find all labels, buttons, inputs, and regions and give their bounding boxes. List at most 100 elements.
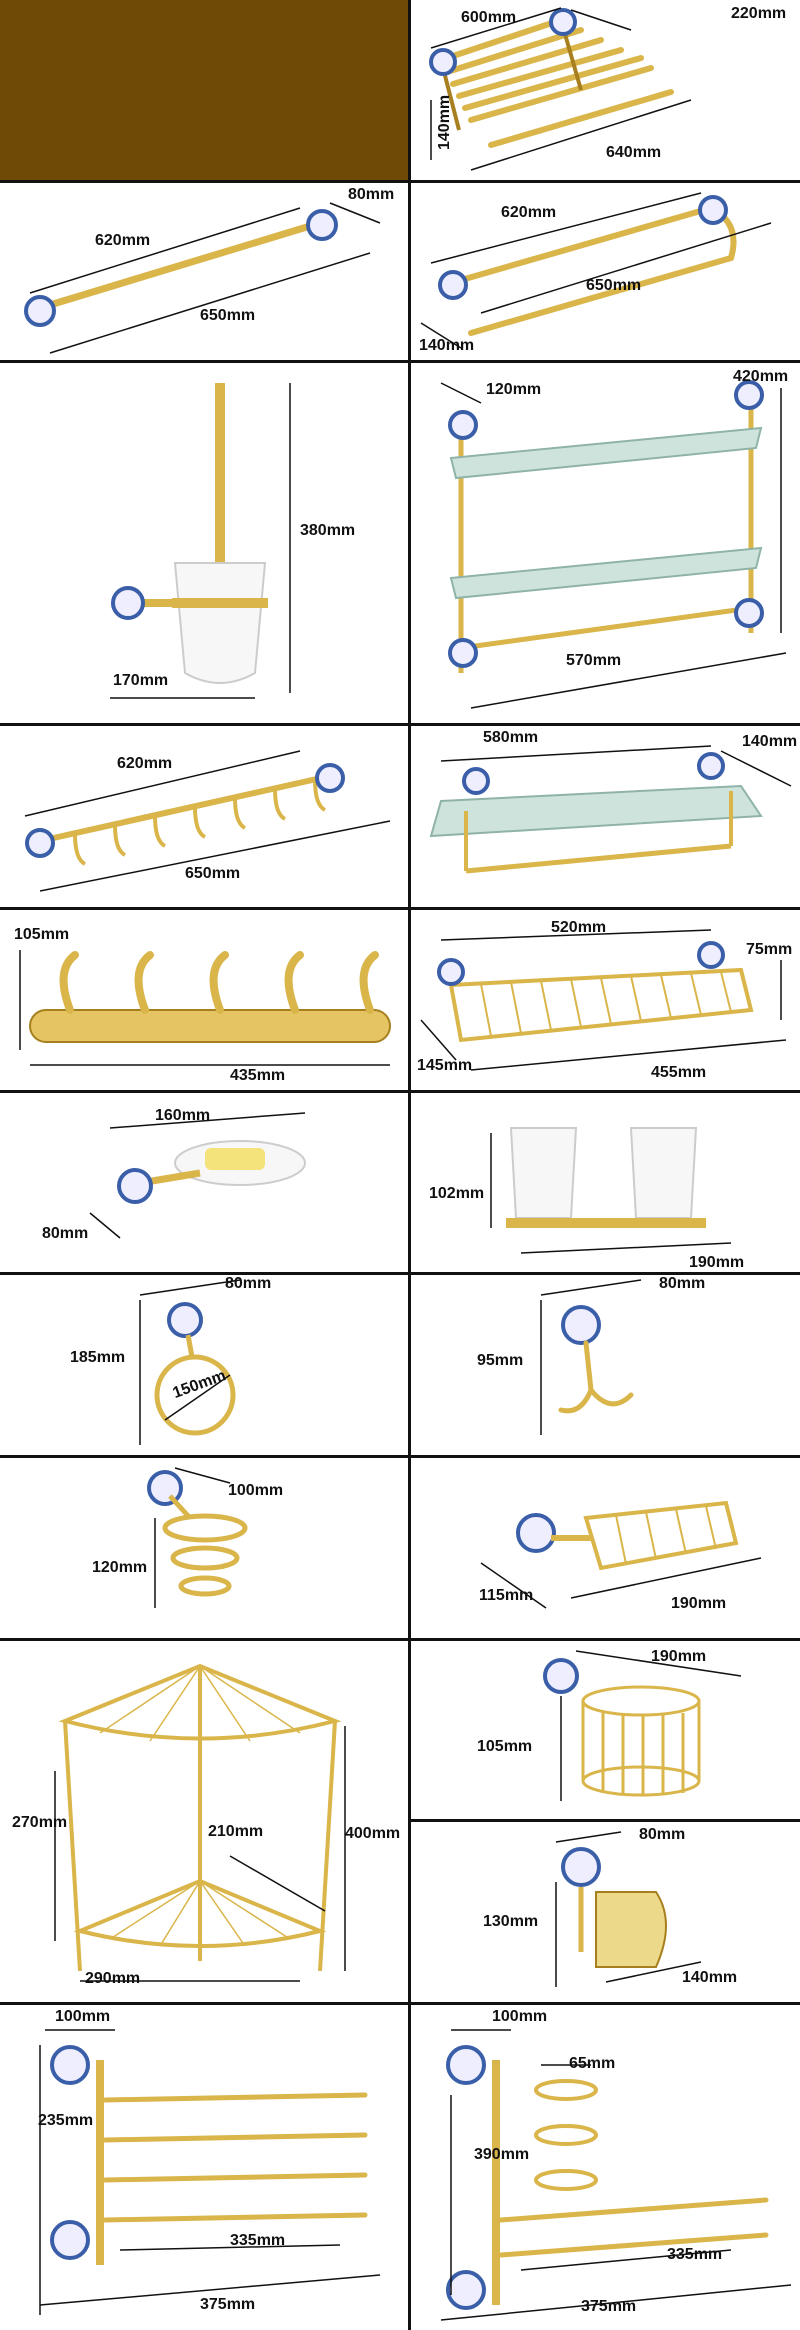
label-total: 375mm <box>200 2296 256 2313</box>
label-width: 580mm <box>483 729 539 746</box>
row-divider <box>0 2002 800 2005</box>
single-bar-image <box>24 202 381 354</box>
label-depth: 100mm <box>228 1482 284 1499</box>
wall-hooks-image <box>19 950 391 1066</box>
label-height: 105mm <box>477 1738 533 1755</box>
label-width: 435mm <box>230 1067 286 1084</box>
cell-corner-basket: 270mm 210mm 400mm 290mm <box>0 1641 408 2002</box>
label-height: 390mm <box>474 2146 530 2163</box>
label-height-right: 400mm <box>345 1825 401 1842</box>
soap-basket-image <box>480 1500 762 1609</box>
row-divider <box>0 360 800 363</box>
glass-shelf-bar-image <box>429 745 792 874</box>
label-depth: 220mm <box>731 5 787 22</box>
row-divider <box>0 1272 800 1275</box>
label-depth: 80mm <box>639 1826 686 1843</box>
row-divider <box>0 723 800 726</box>
row-divider <box>0 907 800 910</box>
towel-ring-image <box>139 1279 241 1445</box>
label-depth: 80mm <box>225 1275 272 1292</box>
cell-dryer-holder: 100mm 120mm <box>0 1458 408 1638</box>
label-inner: 335mm <box>667 2246 723 2263</box>
label-width: 160mm <box>155 1107 211 1124</box>
label-depth: 120mm <box>486 381 542 398</box>
cell-soap-basket: 115mm 190mm <box>411 1458 800 1638</box>
label-height: 235mm <box>38 2112 94 2129</box>
label-height: 120mm <box>92 1559 148 1576</box>
label-width: 190mm <box>689 1254 745 1271</box>
towel-shelf-image <box>429 7 692 171</box>
label-height: 130mm <box>483 1913 539 1930</box>
label-width: 140mm <box>682 1969 738 1986</box>
label-depth: 115mm <box>479 1587 534 1604</box>
double-tumbler-image <box>490 1127 732 1254</box>
toilet-brush-image <box>110 383 291 699</box>
cell-hook-rail: 620mm 650mm <box>0 726 408 907</box>
label-depth: 80mm <box>348 186 395 203</box>
label-height: 102mm <box>429 1185 485 1202</box>
cell-double-tumbler: 102mm 190mm <box>411 1093 800 1272</box>
label-depth: 80mm <box>659 1275 706 1292</box>
label-inner: 520mm <box>551 919 607 936</box>
label-depth: 140mm <box>419 337 475 354</box>
cell-single-bar: 620mm 80mm 650mm <box>0 183 408 360</box>
cell-soap-dish: 160mm 80mm <box>0 1093 408 1272</box>
cell-swivel-rack: 100mm 235mm 335mm 375mm <box>0 2005 408 2330</box>
label-height: 420mm <box>733 368 789 385</box>
label-height: 95mm <box>477 1352 524 1369</box>
cell-glass-shelf-bar: 580mm 140mm <box>411 726 800 907</box>
label-height: 75mm <box>746 941 793 958</box>
label-total: 375mm <box>581 2298 637 2315</box>
label-inner: 335mm <box>230 2232 286 2249</box>
label-height: 140mm <box>436 94 453 150</box>
brown-color-block <box>0 0 408 180</box>
cell-robe-hook: 80mm 95mm <box>411 1275 800 1455</box>
label-inner: 620mm <box>117 755 173 772</box>
label-width: 600mm <box>461 9 517 26</box>
cell-paper-holder: 80mm 130mm 140mm <box>411 1822 800 2002</box>
corner-basket-image <box>54 1663 346 1982</box>
double-bar-image <box>420 192 772 349</box>
label-total: 650mm <box>586 277 642 294</box>
label-height: 380mm <box>300 522 356 539</box>
label-inner: 620mm <box>501 204 557 221</box>
double-glass-shelf-image <box>440 380 787 709</box>
cell-towel-shelf: 600mm 220mm 140mm 640mm <box>411 0 800 180</box>
label-width: 170mm <box>113 672 169 689</box>
label-total: 650mm <box>200 307 256 324</box>
hook-rail-image <box>24 750 391 892</box>
row-divider <box>0 1638 800 1641</box>
label-depth: 145mm <box>417 1057 473 1074</box>
swivel-rack-cups-image <box>440 2029 792 2321</box>
label-width: 190mm <box>671 1595 727 1612</box>
basket-shelf-image <box>420 929 787 1071</box>
label-total: 455mm <box>651 1064 707 1081</box>
label-total: 640mm <box>606 144 662 161</box>
cell-towel-ring: 80mm 185mm 150mm <box>0 1275 408 1455</box>
dryer-holder-image <box>147 1467 248 1608</box>
cell-swivel-rack-cups: 100mm 65mm 390mm 335mm 375mm <box>411 2005 800 2330</box>
label-depth: 210mm <box>208 1823 264 1840</box>
label-depth: 100mm <box>55 2008 111 2025</box>
row-divider <box>0 180 800 183</box>
cell-round-basket: 190mm 105mm <box>411 1641 800 1819</box>
cell-wall-hooks: 105mm 435mm <box>0 910 408 1090</box>
cell-double-glass-shelf: 120mm 420mm 570mm <box>411 363 800 723</box>
label-width: 570mm <box>566 652 622 669</box>
robe-hook-image <box>540 1279 642 1435</box>
label-depth: 140mm <box>742 733 798 750</box>
label-depth: 80mm <box>42 1225 89 1242</box>
row-divider <box>0 1455 800 1458</box>
cell-basket-shelf: 520mm 75mm 145mm 455mm <box>411 910 800 1090</box>
round-basket-image <box>543 1650 742 1801</box>
label-width: 190mm <box>651 1648 707 1665</box>
label-height-left: 270mm <box>12 1814 68 1831</box>
cell-double-bar: 620mm 650mm 140mm <box>411 183 800 360</box>
paper-holder-image <box>555 1831 702 1987</box>
label-depth: 100mm <box>492 2008 548 2025</box>
vertical-divider <box>408 0 411 2330</box>
cell-toilet-brush: 380mm 170mm <box>0 363 408 723</box>
label-height: 105mm <box>14 926 70 943</box>
label-height: 185mm <box>70 1349 126 1366</box>
